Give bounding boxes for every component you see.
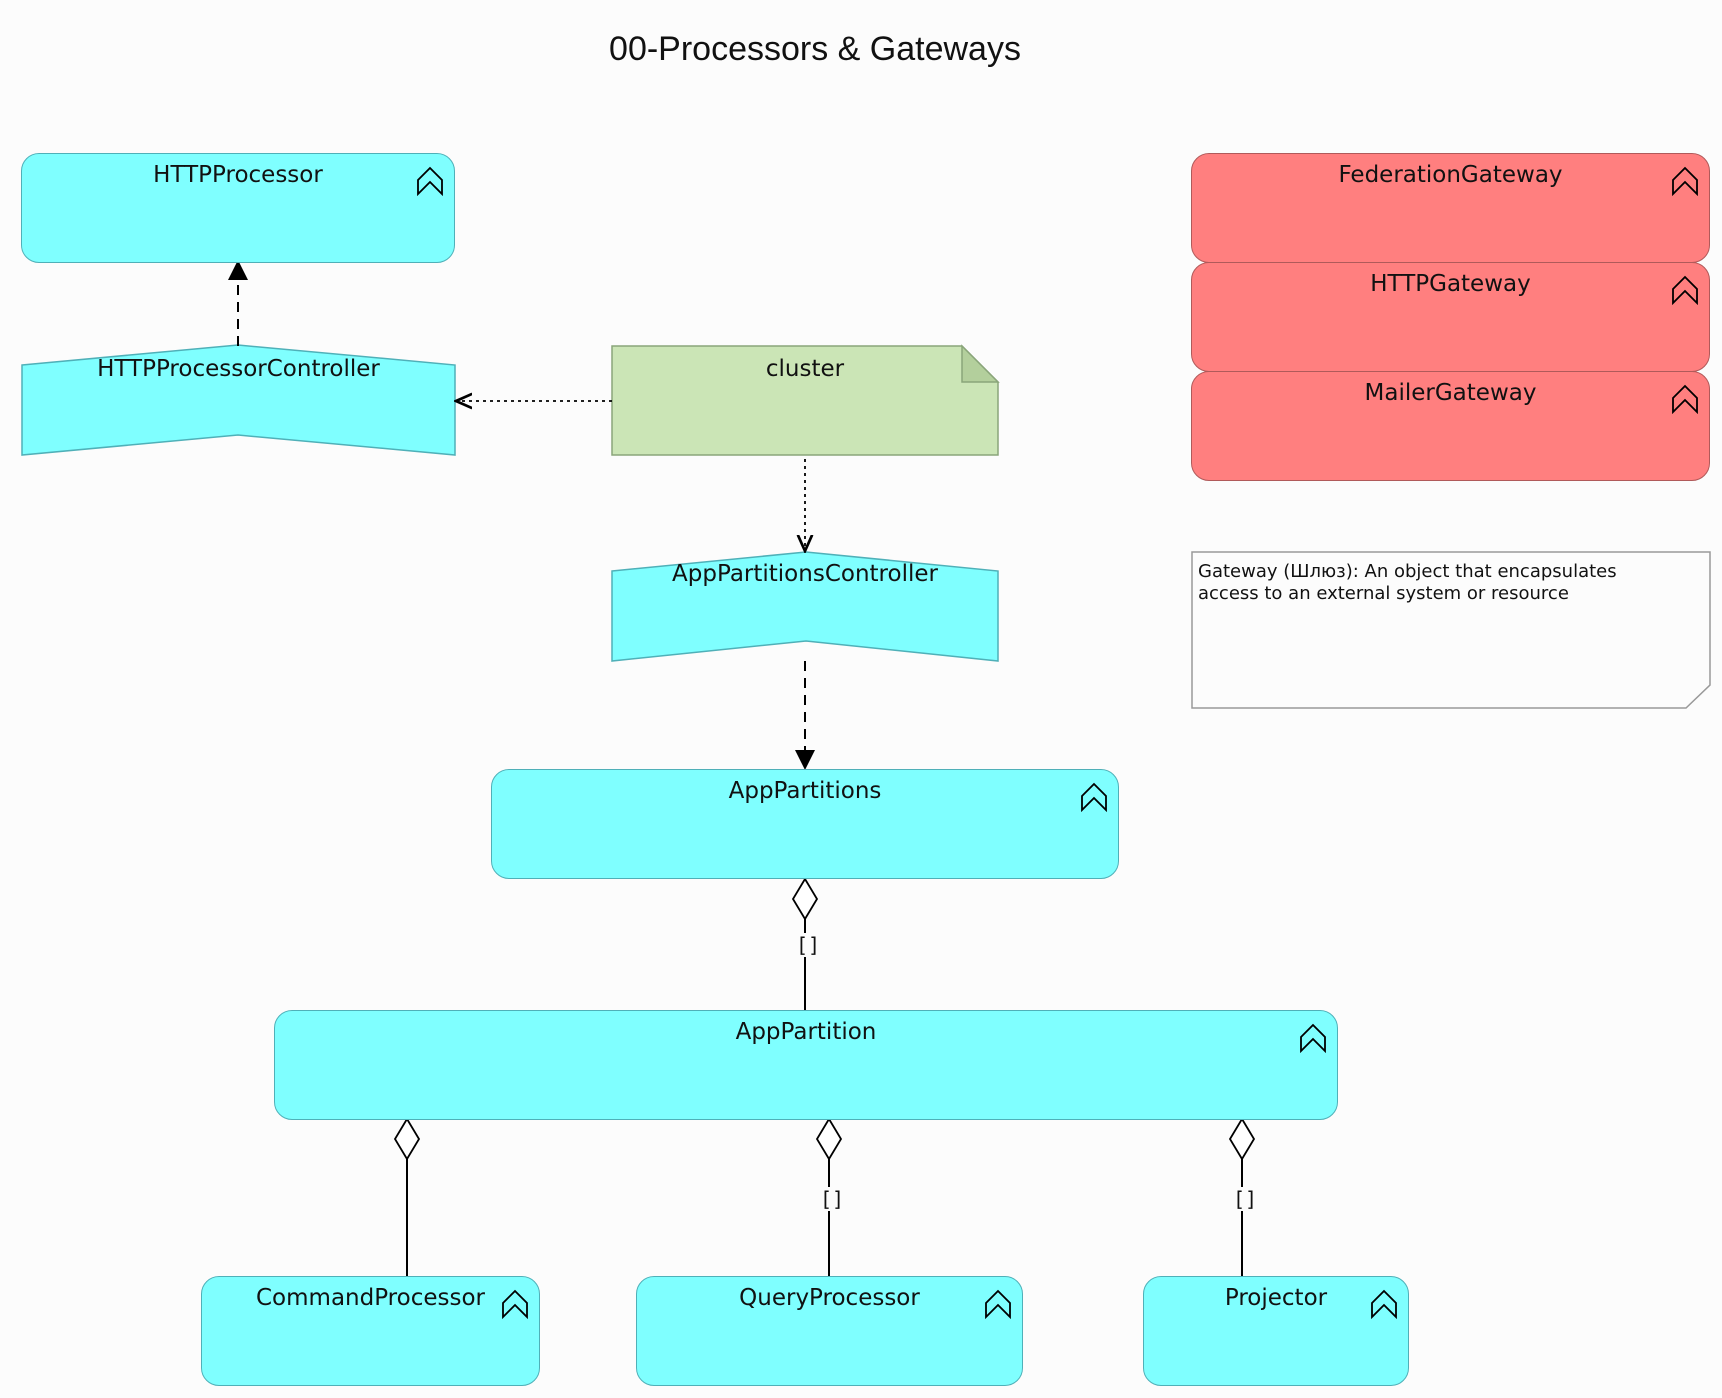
app-partitions-label: AppPartitions — [728, 778, 882, 804]
mailer-gateway-component[interactable]: MailerGateway — [1191, 371, 1710, 481]
note-shape — [1191, 551, 1711, 709]
projector-aggregation-diamond — [1228, 1117, 1256, 1161]
application-component-icon — [985, 1289, 1011, 1319]
partitions-aggregation-diamond — [791, 877, 819, 921]
query-multiplicity-label: [] — [820, 1187, 845, 1211]
gateway-note-text: Gateway (Шлюз): An object that encapsula… — [1198, 561, 1617, 604]
cluster-label: cluster — [765, 356, 845, 382]
projector-multiplicity-label: [] — [1233, 1187, 1258, 1211]
command-processor-component[interactable]: CommandProcessor — [201, 1276, 540, 1386]
application-component-icon — [1672, 275, 1698, 305]
projector-component[interactable]: Projector — [1143, 1276, 1409, 1386]
application-component-icon — [1300, 1023, 1326, 1053]
app-partitions-component[interactable]: AppPartitions — [491, 769, 1119, 879]
federation-gateway-component[interactable]: FederationGateway — [1191, 153, 1710, 263]
http-processor-label: HTTPProcessor — [153, 162, 323, 188]
command-aggregation-diamond — [393, 1117, 421, 1161]
cluster-fold — [961, 344, 1000, 383]
diagram-title: 00-Processors & Gateways — [609, 30, 1021, 68]
query-processor-label: QueryProcessor — [739, 1285, 920, 1311]
http-gateway-label: HTTPGateway — [1370, 271, 1531, 297]
mailer-gateway-label: MailerGateway — [1364, 380, 1537, 406]
query-aggregation-diamond — [815, 1117, 843, 1161]
application-component-icon — [502, 1289, 528, 1319]
partitions-multiplicity-label: [] — [796, 933, 821, 957]
cluster-shape[interactable] — [611, 345, 999, 456]
projector-label: Projector — [1224, 1285, 1328, 1311]
query-processor-component[interactable]: QueryProcessor — [636, 1276, 1023, 1386]
command-processor-label: CommandProcessor — [256, 1285, 485, 1311]
http-processor-controller-label: HTTPProcessorController — [97, 356, 380, 382]
app-partitions-controller-label: AppPartitionsController — [672, 561, 938, 587]
http-gateway-component[interactable]: HTTPGateway — [1191, 262, 1710, 372]
application-component-icon — [1672, 384, 1698, 414]
application-component-icon — [1081, 782, 1107, 812]
http-processor-component[interactable]: HTTPProcessor — [21, 153, 455, 263]
application-component-icon — [1371, 1289, 1397, 1319]
application-component-icon — [1672, 166, 1698, 196]
app-partition-component[interactable]: AppPartition — [274, 1010, 1338, 1120]
federation-gateway-label: FederationGateway — [1338, 162, 1563, 188]
app-partition-label: AppPartition — [735, 1019, 877, 1045]
application-component-icon — [417, 166, 443, 196]
